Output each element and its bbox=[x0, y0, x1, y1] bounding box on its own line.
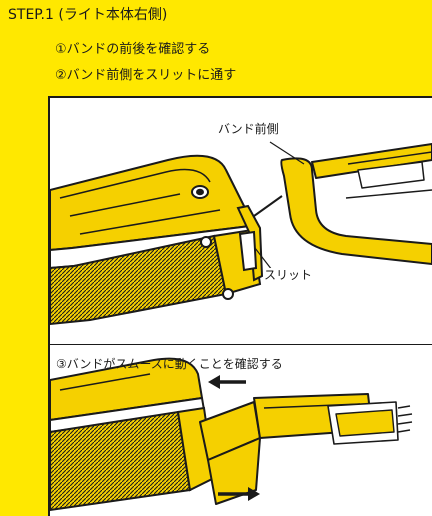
band-threading-curve bbox=[253, 195, 283, 217]
step3-note: ③バンドがスムースに動くことを確認する bbox=[56, 357, 283, 371]
slit bbox=[236, 204, 264, 282]
leader-line-band bbox=[269, 141, 305, 165]
band-front bbox=[280, 143, 432, 265]
band-front-label: バンド前側 bbox=[218, 122, 279, 136]
slit-label: スリット bbox=[264, 268, 313, 282]
instruction-item: ②バンド前側をスリットに通す bbox=[55, 68, 237, 83]
illustration-panel: バンド前側 スリット ③バンドがスムースに動くことを確認する bbox=[48, 96, 432, 516]
light-band-illustration bbox=[50, 141, 432, 512]
band-bottom bbox=[199, 393, 413, 505]
right-arrow-icon bbox=[218, 487, 260, 501]
instruction-list: ①バンドの前後を確認する ②バンド前側をスリットに通す bbox=[55, 37, 236, 89]
light-body-top bbox=[50, 154, 253, 269]
leader-line-slit bbox=[254, 247, 273, 271]
panel-divider bbox=[50, 344, 432, 345]
instruction-item: ①バンドの前後を確認する bbox=[55, 42, 211, 57]
left-arrow-icon bbox=[208, 375, 246, 389]
step-title: STEP.1 (ライト本体右側) bbox=[8, 7, 168, 23]
